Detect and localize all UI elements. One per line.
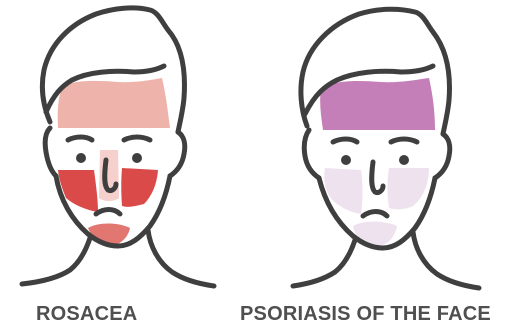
rosacea-right-cheek-zone <box>121 168 158 207</box>
psoriasis-right-cheek-zone <box>388 168 430 209</box>
psoriasis-caption: PSORIASIS OF THE FACE <box>240 303 523 325</box>
rosacea-forehead-zone <box>58 78 170 128</box>
rosacea-face-illustration <box>0 0 263 300</box>
rosacea-caption: ROSACEA <box>0 303 263 325</box>
psoriasis-forehead-zone <box>320 78 435 130</box>
rosacea-nose-zone <box>99 150 119 201</box>
psoriasis-face-illustration <box>263 0 523 300</box>
